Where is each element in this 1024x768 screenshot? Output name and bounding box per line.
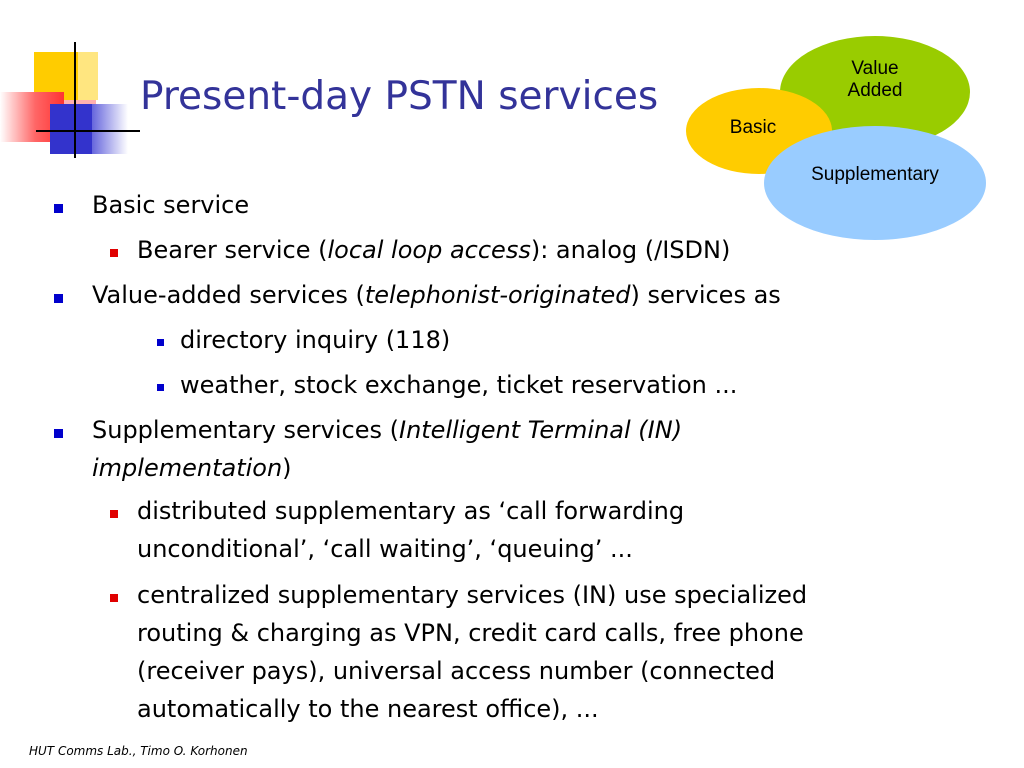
bullet-bearer-service: Bearer service (local loop access): anal… [137, 231, 730, 269]
bullet-marker [110, 249, 118, 257]
bullet-marker [54, 204, 63, 213]
bullet-text: Value-added services ( [92, 281, 365, 309]
basic-label: Basic [729, 117, 777, 138]
bullet-marker [157, 339, 164, 346]
decorative-logo [0, 0, 140, 170]
slide-title: Present-day PSTN services [140, 74, 659, 119]
bullet-weather: weather, stock exchange, ticket reservat… [180, 366, 737, 404]
bullet-distributed: distributed supplementary as ‘call forwa… [137, 492, 684, 568]
bullet-text: centralized supplementary services (IN) … [137, 581, 808, 609]
bullet-emphasis: implementation [92, 454, 283, 482]
bullet-text: ): analog (/ISDN) [530, 236, 731, 264]
supplementary-ellipse: Supplementary [764, 126, 986, 240]
bullet-emphasis: Intelligent Terminal (IN) [398, 416, 683, 444]
bullet-text: ) [282, 454, 292, 482]
bullet-text: Bearer service ( [137, 236, 328, 264]
value-added-label-line2: Added [847, 80, 903, 101]
value-added-label-line1: Value [851, 58, 899, 79]
bullet-text: unconditional’, ‘call waiting’, ‘queuing… [137, 535, 633, 563]
bullet-marker [110, 594, 118, 602]
bullet-text: distributed supplementary as ‘call forwa… [137, 497, 685, 525]
bullet-marker [157, 384, 164, 391]
bullet-text: Supplementary services ( [92, 416, 399, 444]
bullet-value-added: Value-added services (telephonist-origin… [92, 276, 781, 314]
bullet-emphasis: local loop access [327, 236, 531, 264]
bullet-text: directory inquiry (118) [180, 326, 451, 354]
bullet-marker [110, 510, 118, 518]
bullet-marker [54, 429, 63, 438]
bullet-supplementary: Supplementary services (Intelligent Term… [92, 411, 682, 487]
bullet-text: routing & charging as VPN, credit card c… [137, 619, 804, 647]
bullet-text: Basic service [92, 191, 250, 219]
bullet-marker [54, 294, 63, 303]
bullet-centralized: centralized supplementary services (IN) … [137, 576, 807, 728]
footer-credit: HUT Comms Lab., Timo O. Korhonen [29, 744, 248, 758]
bullet-text: weather, stock exchange, ticket reservat… [180, 371, 738, 399]
bullet-basic-service: Basic service [92, 186, 249, 224]
bullet-directory-inquiry: directory inquiry (118) [180, 321, 450, 359]
bullet-emphasis: telephonist-originated [364, 281, 631, 309]
bullet-text: automatically to the nearest office), ..… [137, 695, 599, 723]
supplementary-label: Supplementary [811, 164, 939, 185]
bullet-text: ) services as [630, 281, 781, 309]
bullet-text: (receiver pays), universal access number… [137, 657, 776, 685]
